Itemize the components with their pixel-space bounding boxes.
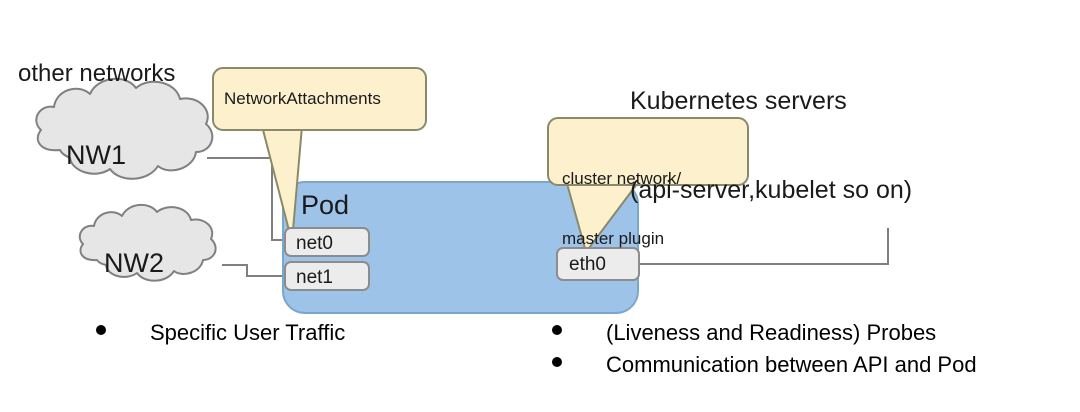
other-networks-label: other networks [18,60,176,87]
bullet-dot-icon [96,325,106,335]
cloud-label-nw1: NW1 [66,140,126,170]
bullet-dot-icon [552,325,562,335]
callout-text-cluster-network-line1: cluster network/ [562,169,682,189]
bullet-label: Communication between API and Pod [606,352,977,377]
bullet-list-left: Specific User Traffic [96,320,345,352]
bullet-item-probes: (Liveness and Readiness) Probes [552,320,977,346]
connector-nw1-net0 [207,157,288,241]
kubernetes-servers-title-line2: (api-server,kubelet so on) [630,175,913,204]
pod-label: Pod [301,190,350,220]
cloud-nw2 [78,204,217,282]
interface-box-net0 [284,227,370,257]
callout-text-cluster-network-line2: master plugin [562,229,665,249]
bullet-dot-icon [552,357,562,367]
callout-box-cluster-network [547,117,749,186]
connector-nw2-net1 [222,264,288,277]
callout-text-cluster-network: cluster network/ master plugin [562,129,681,289]
bullet-label: Specific User Traffic [150,320,346,345]
callout-text-network-attachments: NetworkAttachments [224,89,381,108]
interface-label-net1: net1 [296,267,333,288]
bullet-item-specific-user-traffic: Specific User Traffic [96,320,345,346]
cloud-nw1 [35,77,214,180]
bullet-label: (Liveness and Readiness) Probes [606,320,937,345]
pod-container [282,181,639,314]
interface-box-eth0 [556,247,640,281]
bullet-list-right: (Liveness and Readiness) Probes Communic… [552,320,977,384]
connector-eth0-apiserver [638,228,889,265]
interface-label-net0: net0 [296,233,333,254]
bullet-item-api-pod-communication: Communication between API and Pod [552,352,977,378]
interface-label-eth0: eth0 [569,254,606,275]
kubernetes-servers-title-line1: Kubernetes servers [630,87,847,115]
callout-box-network-attachments [212,67,427,131]
interface-box-net1 [284,261,370,291]
kubernetes-servers-title: Kubernetes servers (api-server,kubelet s… [630,28,912,264]
cloud-label-nw2: NW2 [104,248,164,278]
